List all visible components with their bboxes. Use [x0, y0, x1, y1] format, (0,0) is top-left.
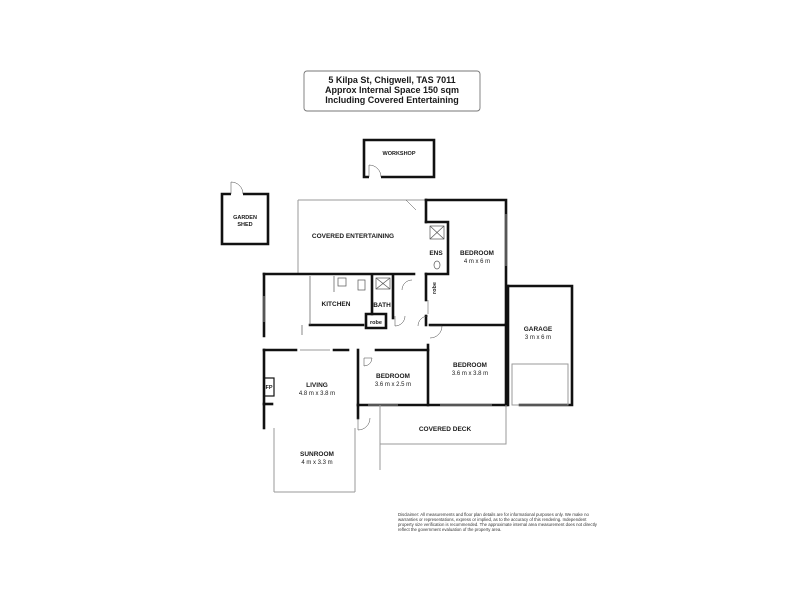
wall-main-bedroom-top-right: [424, 198, 508, 326]
room-labels: ENS BEDROOM 4 m x 6 m robe KITCHEN BATH …: [299, 250, 494, 466]
internal-space-text: Approx Internal Space 150 sqm: [325, 85, 459, 95]
bedroom3-door: [363, 357, 373, 367]
robe-small-label: robe: [370, 320, 382, 326]
bedroom-2-dims: 3.6 m x 3.8 m: [452, 371, 488, 377]
garage-dims: 3 m x 6 m: [525, 335, 551, 341]
covered-entertaining-label: COVERED ENTERTAINING: [312, 233, 394, 240]
workshop-room: WORKSHOP: [362, 138, 436, 179]
robe-main-label: robe: [432, 282, 438, 294]
deck-door: [357, 417, 371, 431]
bedroom-3-label: BEDROOM: [376, 373, 410, 380]
fireplace-box: [263, 377, 275, 397]
workshop-label: WORKSHOP: [383, 151, 416, 157]
sunroom-label: SUNROOM: [300, 451, 334, 458]
bath-door: [394, 315, 406, 327]
garden-shed-label-2: SHED: [237, 222, 252, 228]
covered-deck-area: COVERED DECK: [379, 405, 507, 470]
house-walls: [262, 198, 508, 493]
bath-label: BATH: [373, 302, 391, 309]
bath-shower: [375, 277, 391, 290]
bedroom2-door: [429, 325, 443, 339]
deck-edges: [380, 405, 507, 445]
kitchen-entertaining-door: [401, 279, 413, 291]
address-text: 5 Kilpa St, Chigwell, TAS 7011: [328, 75, 455, 85]
entertaining-note-text: Including Covered Entertaining: [325, 95, 459, 105]
garage-door: [511, 363, 569, 406]
door-swings: [357, 279, 443, 431]
entertaining-door: [405, 199, 417, 211]
kitchen-sink: [337, 277, 347, 287]
bedroom-2-label: BEDROOM: [453, 362, 487, 369]
garage-walls: [506, 284, 574, 407]
ensuite-toilet: [433, 260, 441, 270]
ensuite-box: [424, 220, 450, 276]
garden-shed-label-1: GARDEN: [233, 215, 257, 221]
window-lines: [263, 214, 507, 406]
bedroom-main-dims: 4 m x 6 m: [464, 259, 490, 265]
garage-label: GARAGE: [524, 326, 553, 333]
disclaimer-text: Disclaimer: All measurements and floor p…: [398, 512, 597, 533]
workshop-walls: [362, 138, 436, 179]
header-box: 5 Kilpa St, Chigwell, TAS 7011 Approx In…: [303, 70, 481, 112]
fp-label: FP: [265, 385, 272, 391]
sunroom-dims: 4 m x 3.3 m: [301, 460, 332, 466]
robe-small-box: [364, 312, 388, 330]
garden-shed-room: GARDEN SHED: [220, 181, 270, 246]
garden-shed-walls: [220, 192, 270, 246]
fireplace: FP: [263, 377, 275, 397]
kitchen-label: KITCHEN: [322, 301, 351, 308]
ensuite-shower-cross-2: [429, 225, 445, 240]
shed-door-swing: [230, 181, 244, 195]
ensuite-shower: [429, 225, 445, 240]
living-dims: 4.8 m x 3.8 m: [299, 391, 335, 397]
kitchen-fridge: [357, 279, 366, 291]
living-label: LIVING: [306, 382, 328, 389]
covered-entertaining-area: COVERED ENTERTAINING: [297, 199, 425, 273]
bedroom-3-dims: 3.6 m x 2.5 m: [375, 382, 411, 388]
ens-label: ENS: [429, 250, 443, 257]
bath-shower-cross-2: [375, 277, 391, 290]
workshop-door-swing: [368, 164, 382, 178]
garage-room: GARAGE 3 m x 6 m: [506, 284, 574, 407]
bedroom-main-label: BEDROOM: [460, 250, 494, 257]
header-frame: [303, 70, 481, 112]
covered-deck-label: COVERED DECK: [419, 426, 472, 433]
main-bedroom-door: [417, 315, 429, 327]
